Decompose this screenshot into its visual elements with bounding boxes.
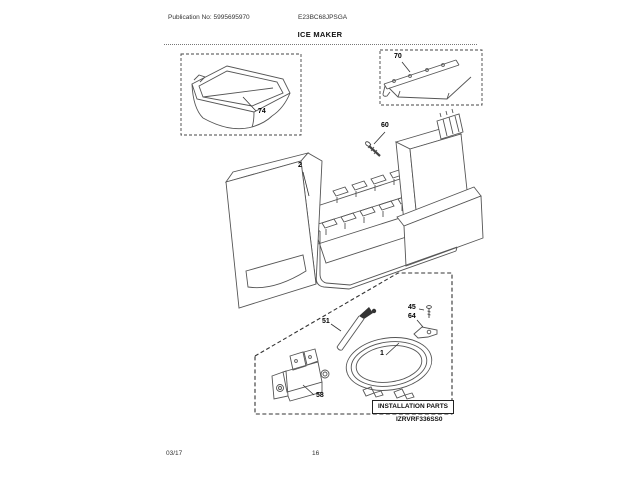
model-number: E23BC68JPSGA bbox=[298, 14, 348, 21]
ice-maker-assembly-drawing bbox=[224, 108, 484, 309]
mounting-bracket-drawing bbox=[379, 49, 483, 106]
callout-74-ice-container: 74 bbox=[258, 108, 266, 115]
installation-parts-label: INSTALLATION PARTS bbox=[372, 400, 454, 414]
callout-58-water-valve: 58 bbox=[316, 392, 324, 399]
callout-70-bracket: 70 bbox=[394, 53, 402, 60]
callout-2-ice-maker: 2 bbox=[298, 162, 302, 169]
callout-1-water-line: 1 bbox=[380, 350, 384, 357]
page-title: ICE MAKER bbox=[297, 30, 343, 39]
footer-page-number: 16 bbox=[312, 450, 320, 457]
installation-parts-drawing bbox=[254, 272, 453, 415]
callout-64-clamp: 64 bbox=[408, 313, 416, 320]
footer-date: 03/17 bbox=[166, 450, 183, 457]
callout-51-fill-tube: 51 bbox=[322, 318, 330, 325]
ice-container-drawing bbox=[180, 53, 302, 136]
diagram-id: IZRVRF336SS0 bbox=[396, 416, 443, 423]
callout-45-screw: 45 bbox=[408, 304, 416, 311]
callout-60-screw: 60 bbox=[381, 122, 389, 129]
title-divider bbox=[164, 44, 477, 45]
publication-number: Publication No: 5995695970 bbox=[168, 14, 250, 21]
